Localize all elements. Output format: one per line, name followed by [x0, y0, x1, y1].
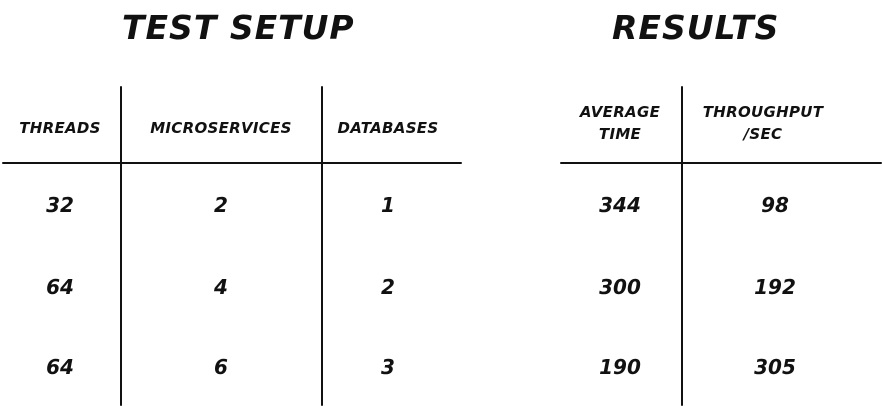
setup-column-divider-1 [120, 86, 122, 406]
results-header-throughput-line2: /sec [743, 125, 783, 143]
results-header-throughput: Throughput /sec [688, 101, 838, 145]
results-column-divider [681, 86, 683, 406]
results-cell-average-time: 300 [599, 275, 641, 299]
setup-cell-threads: 32 [46, 193, 74, 217]
results-header-throughput-line1: Throughput [702, 103, 824, 121]
setup-cell-microservices: 4 [214, 275, 228, 299]
setup-column-divider-2 [321, 86, 323, 406]
setup-cell-databases: 1 [381, 193, 395, 217]
setup-header-threads: Threads [19, 119, 101, 137]
results-cell-average-time: 190 [599, 355, 641, 379]
results-header-average-time: Average Time [562, 101, 678, 145]
results-header-rule [560, 162, 882, 164]
setup-cell-threads: 64 [46, 355, 74, 379]
setup-table-title: Test Setup [122, 8, 355, 47]
results-header-average-time-line2: Time [598, 125, 642, 143]
results-table-title: Results [612, 8, 780, 47]
setup-cell-threads: 64 [46, 275, 74, 299]
setup-cell-microservices: 6 [214, 355, 228, 379]
setup-header-rule [2, 162, 462, 164]
setup-cell-microservices: 2 [214, 193, 228, 217]
results-cell-throughput: 305 [754, 355, 796, 379]
setup-header-microservices: Microservices [150, 119, 292, 137]
setup-header-databases: Databases [337, 119, 439, 137]
setup-cell-databases: 3 [381, 355, 395, 379]
setup-cell-databases: 2 [381, 275, 395, 299]
results-header-average-time-line1: Average [579, 103, 661, 121]
results-cell-throughput: 98 [761, 193, 789, 217]
results-cell-throughput: 192 [754, 275, 796, 299]
results-cell-average-time: 344 [599, 193, 641, 217]
